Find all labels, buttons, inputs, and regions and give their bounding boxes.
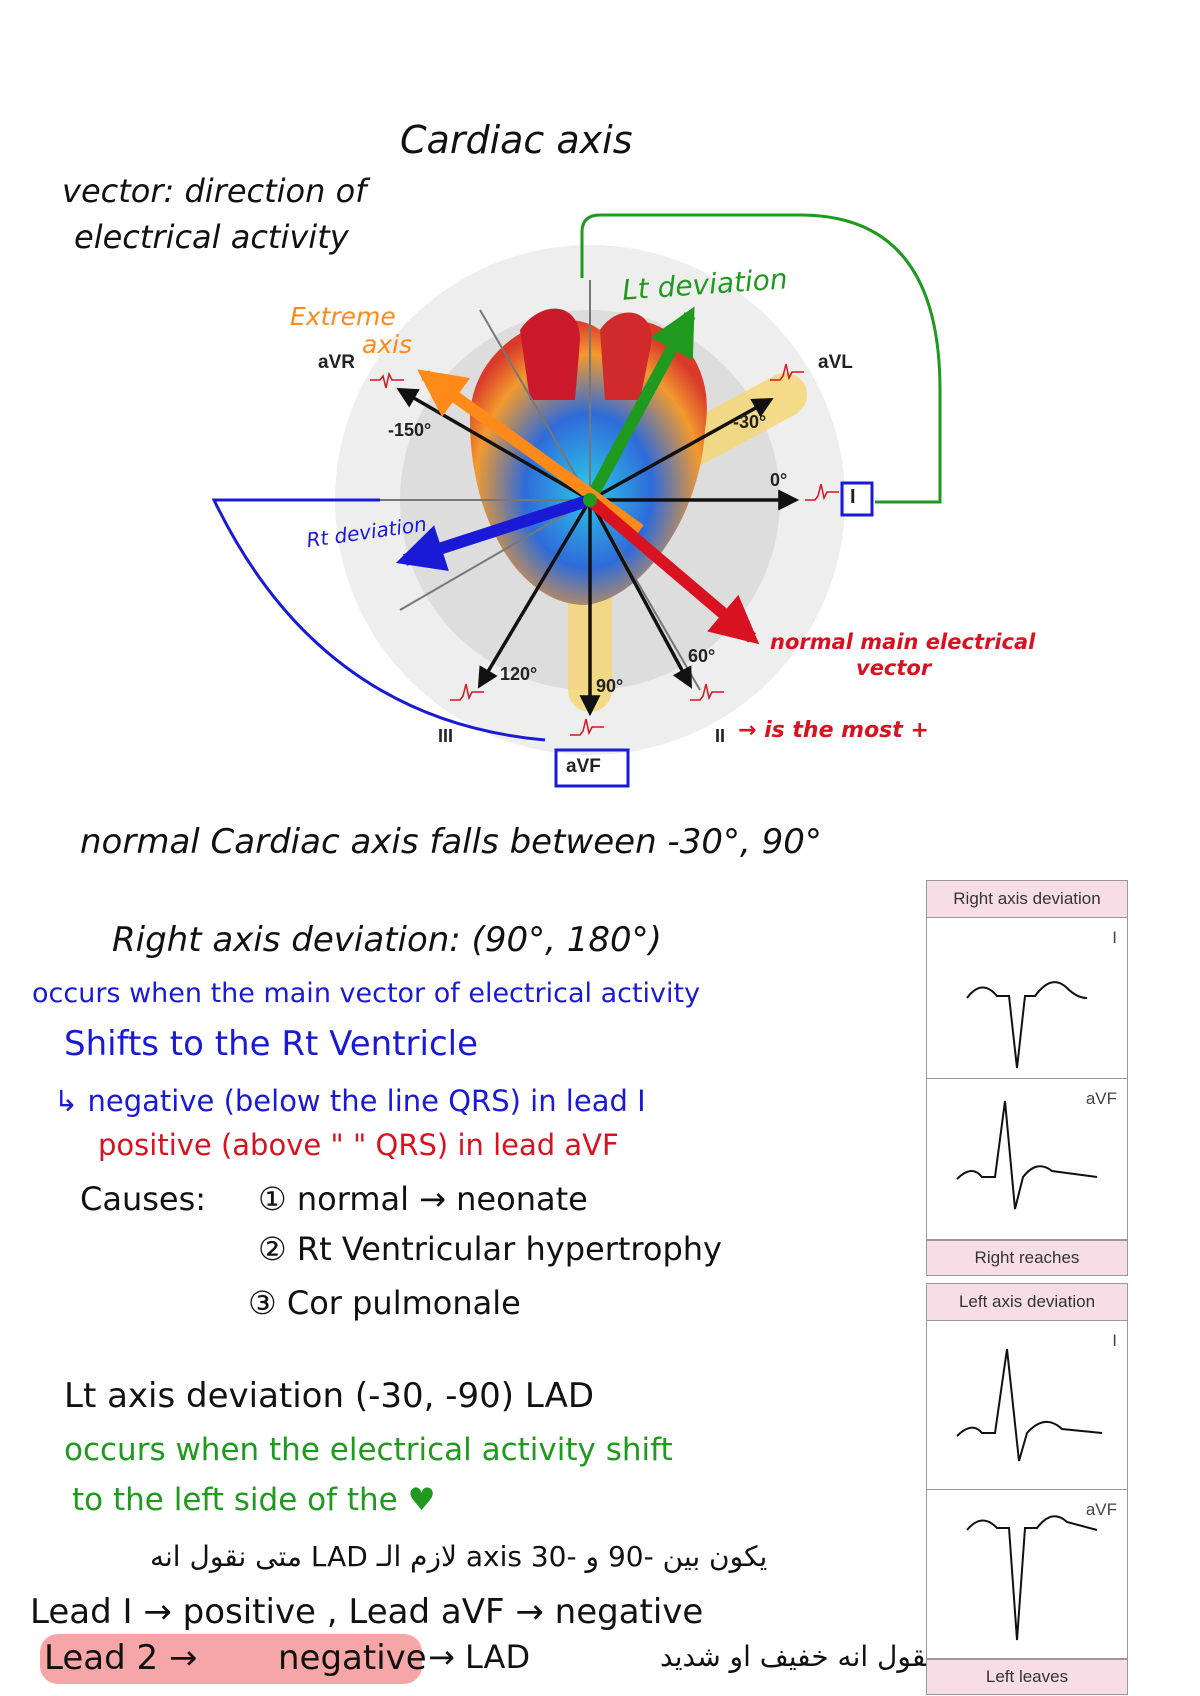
extreme-axis-annotation-2: axis bbox=[362, 330, 413, 359]
left-panel-footer: Left leaves bbox=[927, 1659, 1127, 1694]
lead1-note: Lead I → positive , Lead aVF → negative bbox=[30, 1592, 704, 1632]
right-ecg-lead-i: I bbox=[927, 918, 1127, 1079]
lad-occurs-line2: to the left side of the ♥ bbox=[72, 1482, 436, 1518]
normal-vector-annotation-2: vector bbox=[856, 656, 932, 680]
rad-negative-note: ↳ negative (below the line QRS) in lead … bbox=[54, 1084, 646, 1118]
angle-90: 90° bbox=[596, 676, 624, 696]
cause-3: ③ Cor pulmonale bbox=[248, 1284, 521, 1322]
causes-label: Causes: bbox=[80, 1180, 207, 1218]
right-axis-deviation-panel: Right axis deviation I aVF Right reaches bbox=[926, 880, 1128, 1276]
page-title: Cardiac axis bbox=[400, 118, 633, 162]
left-lead-avf-tag: aVF bbox=[1085, 1500, 1117, 1519]
left-panel-header: Left axis deviation bbox=[927, 1284, 1127, 1321]
label-avl: aVL bbox=[818, 352, 853, 373]
vector-definition-line2: electrical activity bbox=[74, 218, 349, 256]
angle-minus-30: -30° bbox=[733, 412, 767, 432]
left-ecg-lead-avf-trace bbox=[966, 1515, 1098, 1641]
rad-occurs-line1: occurs when the main vector of electrica… bbox=[32, 978, 701, 1009]
arabic-note-1: متى نقول انه LAD لازم الـ axis يكون بين … bbox=[150, 1540, 768, 1573]
left-ecg-lead-i-trace bbox=[956, 1348, 1103, 1462]
hexaxial-diagram bbox=[211, 213, 942, 788]
right-panel-header: Right axis deviation bbox=[927, 881, 1127, 918]
lad-occurs-line1: occurs when the electrical activity shif… bbox=[64, 1432, 673, 1468]
rad-positive-note: positive (above " " QRS) in lead aVF bbox=[98, 1128, 619, 1162]
normal-axis-note: normal Cardiac axis falls between -30°, … bbox=[80, 822, 822, 862]
right-ecg-lead-avf: aVF bbox=[927, 1079, 1127, 1240]
lead2-label: Lead 2 → bbox=[44, 1638, 198, 1678]
right-ecg-lead-avf-trace bbox=[956, 1100, 1098, 1210]
normal-vector-annotation-1: normal main electrical bbox=[770, 630, 1036, 654]
lad-title: Lt axis deviation (-30, -90) LAD bbox=[64, 1376, 595, 1416]
lead2-highlight bbox=[40, 1634, 422, 1684]
lead-avf-box bbox=[554, 748, 630, 788]
rad-occurs-line2: Shifts to the Rt Ventricle bbox=[64, 1024, 479, 1064]
left-ecg-lead-i: I bbox=[927, 1321, 1127, 1490]
angle-120: 120° bbox=[500, 664, 538, 684]
lead-ii-note: → is the most + bbox=[738, 718, 929, 743]
left-lead-i-tag: I bbox=[1112, 1331, 1117, 1350]
angle-60: 60° bbox=[688, 646, 716, 666]
right-panel-footer: Right reaches bbox=[927, 1240, 1127, 1275]
angle-0: 0° bbox=[770, 470, 788, 490]
lead-i-box bbox=[840, 481, 874, 517]
label-lead-iii: III bbox=[438, 726, 454, 746]
angle-minus-150: -150° bbox=[388, 420, 432, 440]
left-ecg-lead-avf: aVF bbox=[927, 1490, 1127, 1659]
right-ecg-lead-i-trace bbox=[966, 981, 1088, 1069]
cause-2: ② Rt Ventricular hypertrophy bbox=[258, 1230, 722, 1268]
label-avf: aVF bbox=[566, 756, 601, 777]
label-avr: aVR bbox=[318, 352, 355, 373]
extreme-axis-annotation-1: Extreme bbox=[290, 302, 396, 331]
lead2-lad: → LAD bbox=[428, 1638, 531, 1676]
rad-title: Right axis deviation: (90°, 180°) bbox=[112, 920, 662, 960]
left-axis-deviation-panel: Left axis deviation I aVF Left leaves bbox=[926, 1283, 1128, 1695]
right-lead-avf-tag: aVF bbox=[1085, 1089, 1117, 1108]
label-lead-ii: II bbox=[715, 726, 726, 746]
label-lead-i: I bbox=[850, 486, 856, 508]
cause-1: ① normal → neonate bbox=[258, 1180, 588, 1218]
lead2-negative: negative bbox=[278, 1638, 427, 1678]
vector-definition-line1: vector: direction of bbox=[62, 172, 367, 210]
right-lead-i-tag: I bbox=[1112, 928, 1117, 947]
